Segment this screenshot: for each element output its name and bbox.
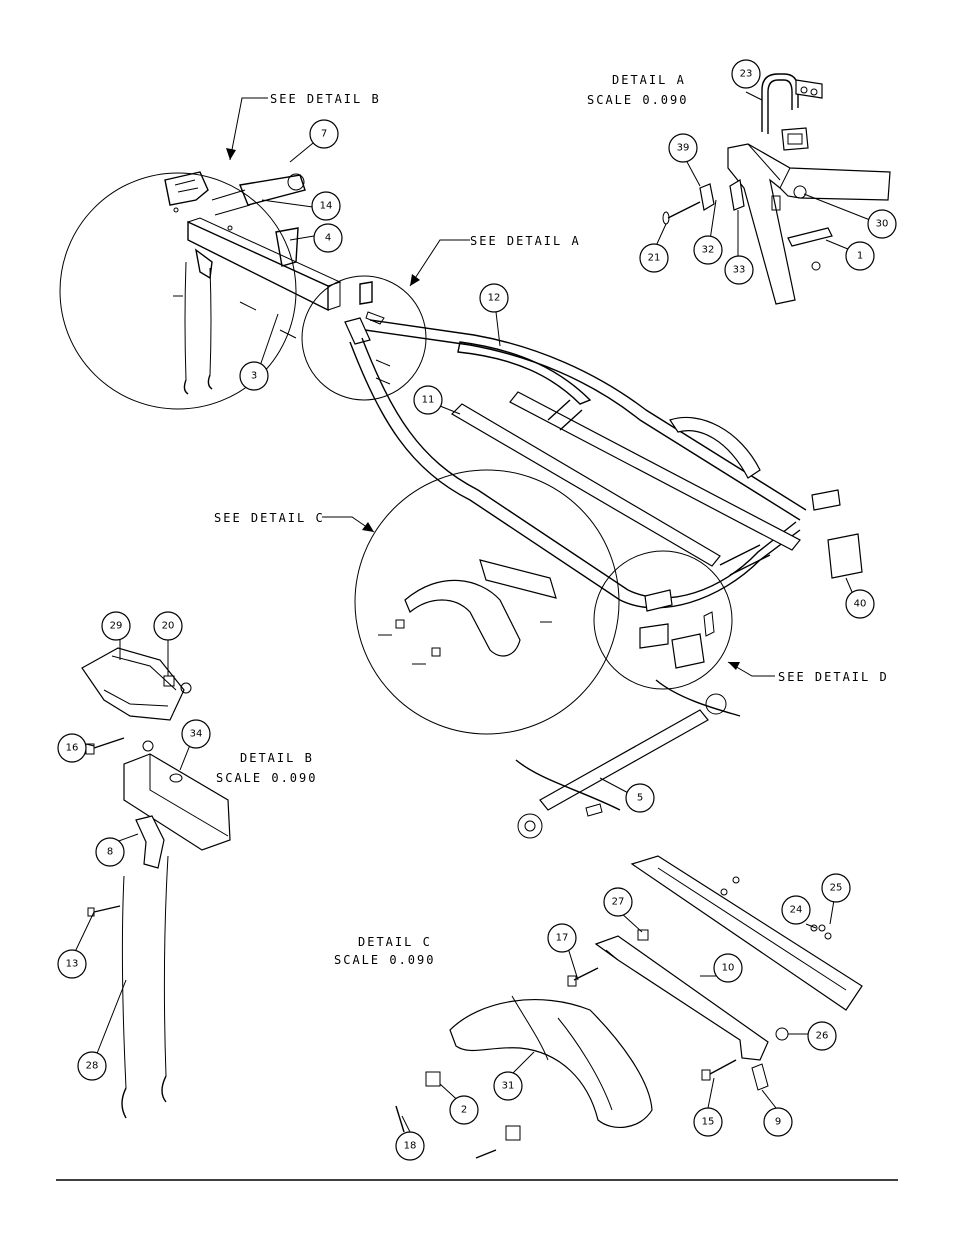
see-detail-d-label: SEE DETAIL D [778,670,889,684]
detail-b-zoom-circle [59,172,297,410]
svg-text:4: 4 [325,233,331,244]
callout-10: 10 [713,953,743,983]
callout-25: 25 [821,873,851,903]
callout-26: 26 [807,1021,837,1051]
callout-8: 8 [95,837,125,867]
svg-text:21: 21 [648,253,661,264]
callout-34: 34 [181,719,211,749]
detail-b-parts [81,647,231,1119]
trailer-main-frame [344,317,863,612]
svg-text:25: 25 [830,883,843,894]
callout-40: 40 [845,589,875,619]
detail-c-scale: SCALE 0.090 [334,953,435,967]
callout-14: 14 [311,191,341,221]
callout-18: 18 [395,1131,425,1161]
callout-33: 33 [724,255,754,285]
svg-text:10: 10 [722,963,735,974]
svg-text:7: 7 [321,129,327,140]
svg-text:13: 13 [66,959,79,970]
svg-text:5: 5 [637,793,643,804]
detail-c-title: DETAIL C [358,935,432,949]
detail-a-zoom-circle [301,275,427,401]
callout-13: 13 [57,949,87,979]
detail-b-zoom-parts [164,171,342,395]
callout-30: 30 [867,209,897,239]
svg-text:17: 17 [556,933,569,944]
detail-a-scale: SCALE 0.090 [587,93,688,107]
svg-text:30: 30 [876,219,889,230]
detail-b-scale: SCALE 0.090 [216,771,317,785]
callout-24: 24 [781,895,811,925]
callout-29: 29 [101,611,131,641]
detail-a-title: DETAIL A [612,73,686,87]
callout-20: 20 [153,611,183,641]
callout-9: 9 [763,1107,793,1137]
svg-text:11: 11 [422,395,435,406]
svg-text:33: 33 [733,265,746,276]
callout-1: 1 [845,241,875,271]
callout-15: 15 [693,1107,723,1137]
callout-16: 16 [57,733,87,763]
svg-text:18: 18 [404,1141,417,1152]
detail-d-zoom-circle [593,550,733,690]
svg-text:9: 9 [775,1117,781,1128]
svg-text:14: 14 [320,201,333,212]
text-labels: DETAIL A SCALE 0.090 SEE DETAIL B SEE DE… [214,73,889,967]
svg-text:23: 23 [740,69,753,80]
callout-17: 17 [547,923,577,953]
callout-21: 21 [639,243,669,273]
callout-3: 3 [239,361,269,391]
svg-text:31: 31 [502,1081,515,1092]
detail-a-parts [662,73,891,305]
detail-c-zoom-circle [354,469,620,735]
svg-text:12: 12 [488,293,501,304]
svg-text:20: 20 [162,621,175,632]
detail-c-parts [395,855,863,1159]
svg-text:3: 3 [251,371,257,382]
svg-text:29: 29 [110,621,123,632]
svg-text:40: 40 [854,599,867,610]
callout-27: 27 [603,887,633,917]
svg-text:27: 27 [612,897,625,908]
svg-text:8: 8 [107,847,113,858]
svg-text:39: 39 [677,143,690,154]
svg-text:28: 28 [86,1061,99,1072]
callout-23: 23 [731,59,761,89]
callout-28: 28 [77,1051,107,1081]
callout-5: 5 [625,783,655,813]
svg-text:24: 24 [790,905,803,916]
callout-2: 2 [449,1095,479,1125]
callout-4: 4 [313,223,343,253]
svg-text:32: 32 [702,245,715,256]
callout-31: 31 [493,1071,523,1101]
see-detail-b-label: SEE DETAIL B [270,92,381,106]
see-detail-a-label: SEE DETAIL A [470,234,581,248]
svg-text:1: 1 [857,251,863,262]
callout-bubbles: 7 14 4 3 12 11 40 5 23 39 21 32 33 1 30 … [57,59,897,1161]
callout-11: 11 [413,385,443,415]
svg-text:34: 34 [190,729,203,740]
callout-39: 39 [668,133,698,163]
callout-7: 7 [309,119,339,149]
callout-32: 32 [693,235,723,265]
svg-text:15: 15 [702,1117,715,1128]
axle-assembly [515,679,741,839]
detail-b-title: DETAIL B [240,751,314,765]
see-detail-c-label: SEE DETAIL C [214,511,325,525]
svg-text:16: 16 [66,743,79,754]
svg-text:26: 26 [816,1031,829,1042]
svg-text:2: 2 [461,1105,467,1116]
callout-12: 12 [479,283,509,313]
leader-arrowheads [226,148,740,670]
